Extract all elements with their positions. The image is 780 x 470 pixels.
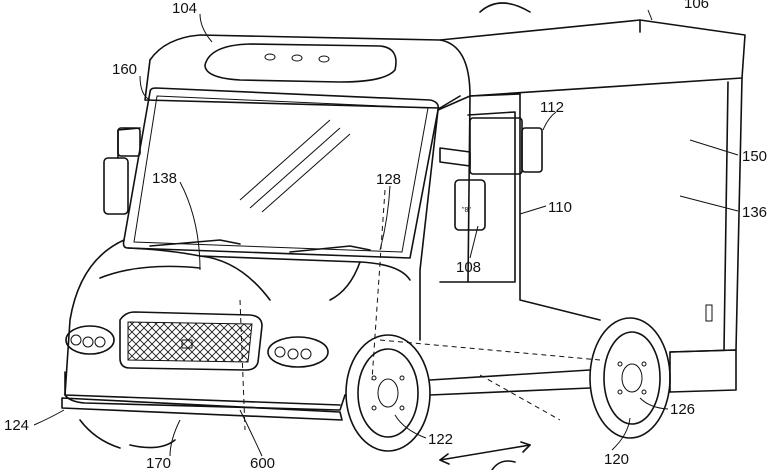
ref-600: 600 bbox=[250, 455, 275, 470]
ref-112: 112 bbox=[540, 99, 564, 116]
ref-128: 128 bbox=[376, 171, 401, 188]
reference-axes bbox=[239, 2, 531, 470]
ref-138: 138 bbox=[152, 170, 177, 187]
ref-106: 106 bbox=[684, 0, 709, 12]
ref-126: 126 bbox=[670, 401, 695, 418]
ref-136: 136 bbox=[742, 204, 767, 221]
reference-numerals: 104 106 160 112 150 138 128 110 136 108 … bbox=[4, 0, 767, 470]
right-headlight bbox=[267, 336, 329, 368]
cargo-box bbox=[439, 19, 746, 393]
left-headlight bbox=[65, 325, 115, 355]
ref-150: 150 bbox=[742, 148, 767, 165]
windshield bbox=[122, 87, 440, 259]
door-mirror: "8" bbox=[454, 179, 486, 231]
underbody bbox=[379, 339, 601, 421]
left-mirror bbox=[103, 127, 141, 215]
ref-170: 170 bbox=[146, 455, 171, 470]
front-bumper bbox=[61, 371, 346, 421]
front-wheel bbox=[79, 334, 431, 452]
ref-124: 124 bbox=[4, 417, 29, 434]
cab-side bbox=[419, 93, 543, 341]
ref-120: 120 bbox=[604, 451, 629, 468]
cab-roof bbox=[144, 34, 471, 109]
front-body bbox=[64, 239, 411, 406]
ref-108: 108 bbox=[456, 259, 481, 276]
door-tag-label: "8" bbox=[462, 207, 471, 214]
leader-lines bbox=[33, 9, 739, 457]
rear-wheel bbox=[589, 317, 671, 439]
ref-160: 160 bbox=[112, 61, 137, 78]
ref-104: 104 bbox=[172, 0, 197, 17]
ref-110: 110 bbox=[548, 199, 572, 216]
grille bbox=[119, 311, 263, 371]
ref-122: 122 bbox=[428, 431, 453, 448]
